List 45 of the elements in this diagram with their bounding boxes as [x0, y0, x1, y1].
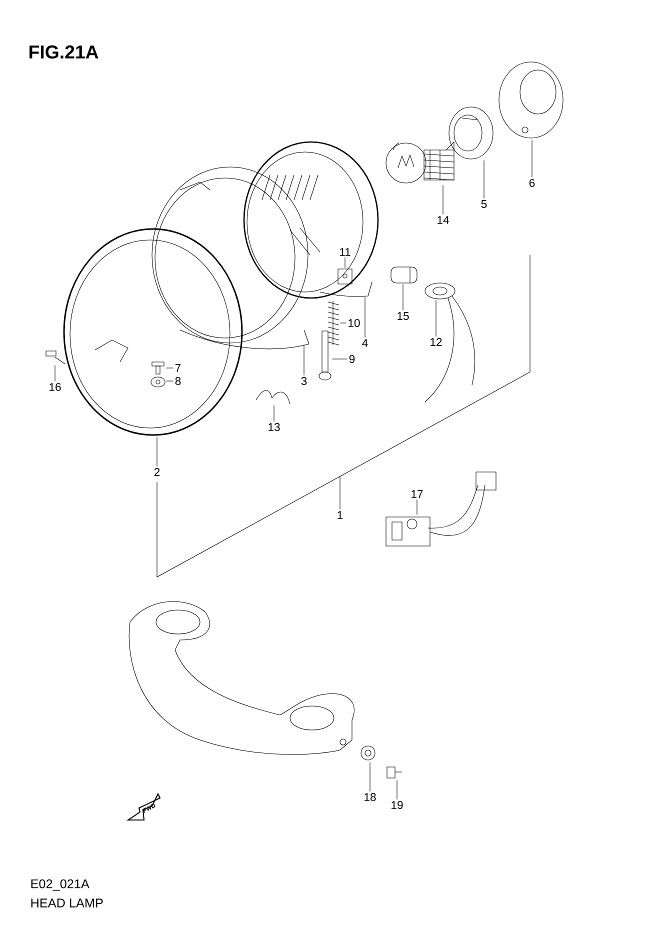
rim-drawing	[63, 228, 243, 436]
callout-number: 18	[364, 793, 376, 801]
callout-number: 4	[362, 339, 368, 347]
spring-drawing	[328, 300, 340, 346]
callout-number: 15	[398, 312, 409, 320]
leader-line	[156, 437, 158, 467]
leader-line	[340, 322, 346, 324]
callout-number: 13	[268, 423, 280, 431]
caption-text: E02_021A	[31, 879, 90, 891]
caption-text: HEAD LAMP	[31, 898, 103, 908]
callout-number: 1	[338, 511, 343, 519]
leader-line	[54, 365, 56, 382]
callout-number: 10	[348, 319, 360, 327]
callout-number: 16	[50, 383, 61, 391]
leader-line	[166, 380, 174, 382]
callout-number: 5	[481, 200, 487, 208]
leader-line	[332, 358, 348, 360]
screw-drawing	[46, 350, 66, 364]
leader-line	[416, 499, 418, 515]
spring-clip-drawing	[256, 390, 290, 404]
bulb-drawing	[386, 141, 454, 184]
callout-number: 14	[438, 216, 449, 224]
coupler-drawing	[386, 516, 430, 546]
callout-number: 17	[412, 490, 423, 498]
callout-number: 19	[392, 801, 403, 809]
screw-drawing	[386, 766, 402, 778]
leader-line	[402, 284, 404, 311]
leader-line	[364, 297, 366, 338]
callout-number: 2	[154, 468, 160, 476]
socket-drawing	[424, 282, 456, 300]
figure-title: FIG.21A	[30, 45, 98, 59]
callout-number: 3	[301, 377, 307, 385]
leader-line	[344, 257, 346, 268]
housing-drawing	[152, 166, 310, 350]
cover-drawing	[498, 62, 564, 138]
callout-number: 9	[349, 355, 355, 363]
screw-drawing	[318, 330, 332, 380]
leader-line	[442, 185, 444, 215]
socket-drawing	[448, 106, 494, 160]
cushion-drawing	[360, 746, 376, 760]
leader-line	[396, 780, 398, 800]
callout-number: 6	[529, 179, 535, 187]
lamp-unit-drawing	[243, 141, 379, 299]
bulb-drawing	[390, 266, 418, 284]
callout-number: 12	[430, 338, 442, 346]
